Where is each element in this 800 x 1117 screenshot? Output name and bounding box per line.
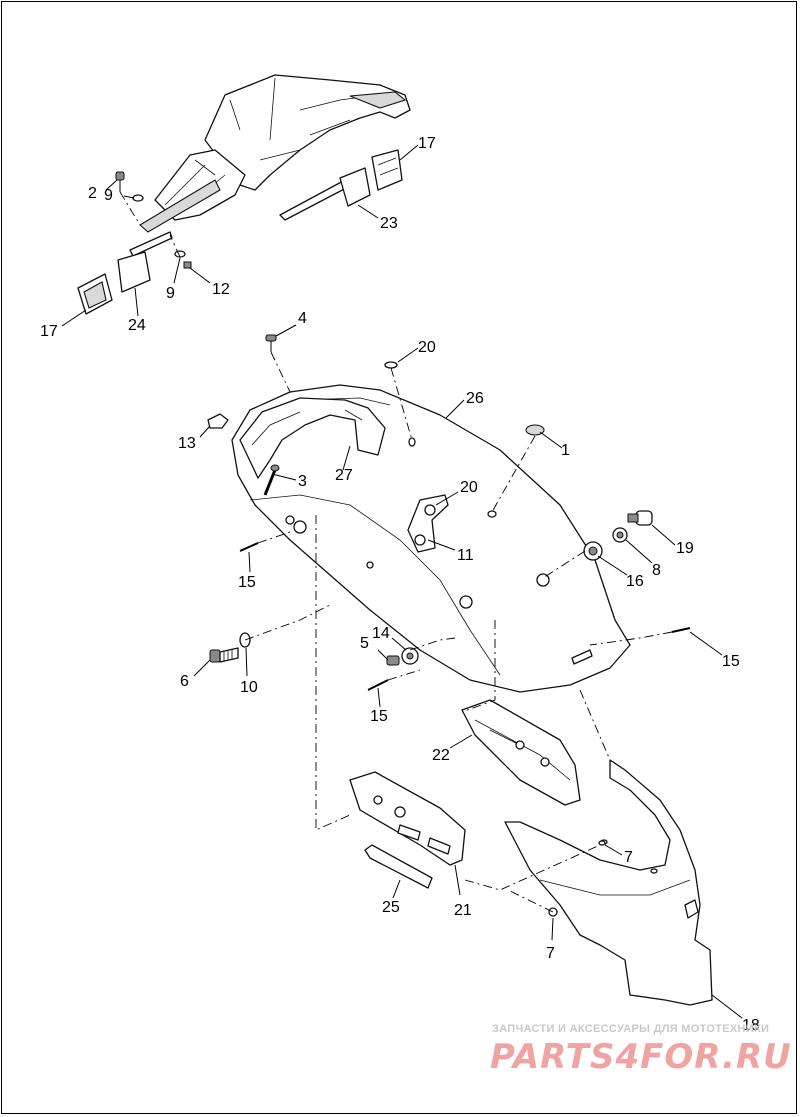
callout-27: 27 (335, 467, 353, 484)
callout-5: 5 (360, 635, 369, 652)
callout-1: 1 (561, 442, 570, 459)
assembly-lines (119, 191, 673, 913)
nut-14-hole (406, 652, 414, 660)
callout-17-left: 17 (40, 323, 58, 340)
trim-strip-25 (364, 844, 433, 889)
bolt-19 (627, 510, 653, 526)
callout-7-lower: 7 (546, 945, 555, 962)
callout-21: 21 (454, 902, 472, 919)
watermark: ЗАПЧАСТИ И АКСЕССУАРЫ ДЛЯ МОТОТЕХНИКИ PA… (490, 1023, 792, 1077)
callout-20-top: 20 (418, 339, 436, 356)
watermark-tagline: ЗАПЧАСТИ И АКСЕССУАРЫ ДЛЯ МОТОТЕХНИКИ (492, 1023, 769, 1035)
callout-14: 14 (372, 625, 390, 642)
callout-12: 12 (212, 281, 230, 298)
callout-16: 16 (626, 573, 644, 590)
callout-11: 11 (457, 547, 474, 564)
bolt-5 (386, 655, 400, 666)
washer-8-hole (616, 531, 624, 539)
callout-10: 10 (240, 679, 258, 696)
bolt-6 (209, 647, 239, 663)
screw-2 (115, 171, 125, 192)
callout-13: 13 (178, 435, 196, 452)
plug-1 (525, 424, 545, 436)
bracket-11 (407, 494, 449, 553)
callout-3: 3 (298, 473, 307, 490)
bracket-24 (117, 231, 173, 293)
callout-19: 19 (676, 540, 694, 557)
callout-23: 23 (380, 215, 398, 232)
callout-20-bracket: 20 (460, 479, 478, 496)
callout-15-left: 15 (238, 574, 256, 591)
license-bracket-21 (349, 771, 466, 866)
bracket-22 (461, 699, 581, 806)
callout-15-right: 15 (722, 653, 740, 670)
callout-26: 26 (466, 390, 484, 407)
bushing-16-hole (588, 546, 598, 556)
callout-leaders (61, 144, 743, 1019)
callout-25: 25 (382, 899, 400, 916)
callout-9-upper: 9 (104, 187, 113, 204)
callout-9-lower: 9 (166, 285, 175, 302)
callout-17-right: 17 (418, 135, 436, 152)
fender-extension-18 (504, 759, 713, 1006)
callout-22: 22 (432, 747, 450, 764)
callout-8: 8 (652, 562, 661, 579)
callout-24: 24 (128, 317, 146, 334)
inner-bracket-27 (239, 397, 386, 479)
bracket-23 (279, 167, 371, 221)
nut-12 (183, 261, 192, 269)
callout-2: 2 (88, 185, 97, 202)
callout-15-center: 15 (370, 708, 388, 725)
reflector-17-left (77, 273, 113, 315)
pin-15-left (239, 542, 259, 552)
washer-9-upper (132, 194, 144, 202)
callout-7-upper: 7 (624, 849, 633, 866)
callout-labels: 1 2 3 4 5 6 7 7 8 9 9 10 11 12 13 14 15 … (40, 135, 760, 1034)
screw-4 (265, 334, 277, 352)
nut-13 (207, 413, 229, 429)
clip-20-top (384, 361, 398, 369)
washer-7-upper (598, 840, 606, 846)
callout-4: 4 (298, 310, 307, 327)
watermark-logo: PARTS4FOR.RU (490, 1037, 792, 1077)
reflector-17-right (371, 149, 403, 191)
pin-15-right (671, 627, 691, 633)
callout-18: 18 (742, 1017, 760, 1034)
callout-6: 6 (180, 673, 189, 690)
pin-15-center (367, 679, 389, 691)
tail-lamp-housing (139, 74, 411, 233)
